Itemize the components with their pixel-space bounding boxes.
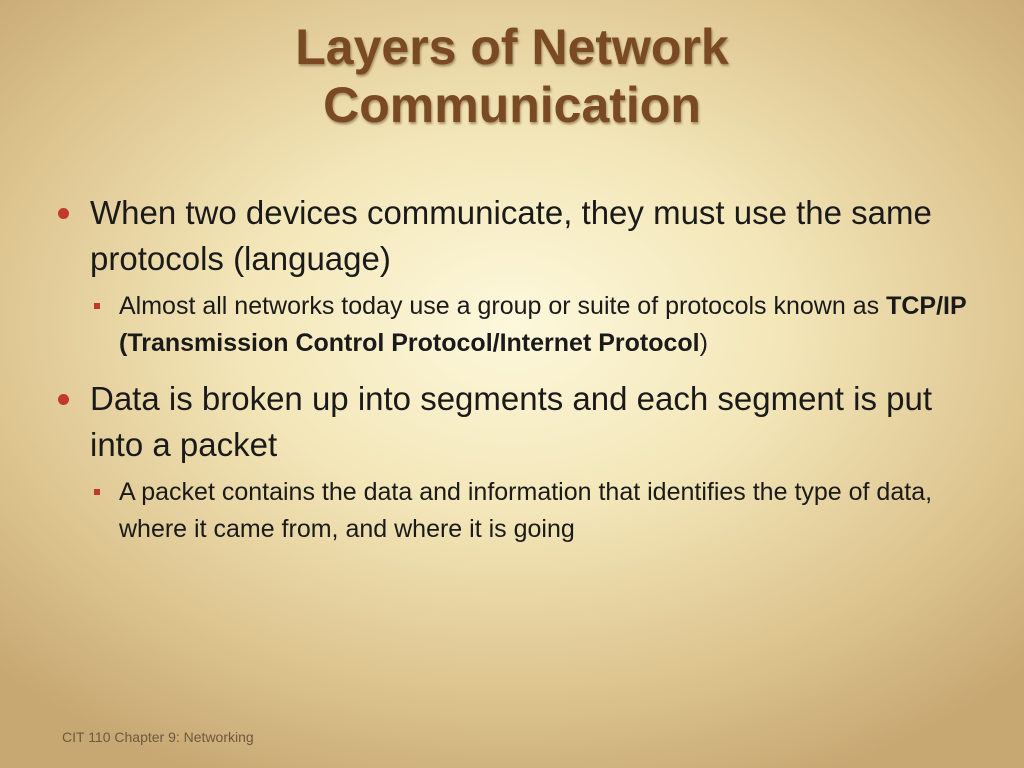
round-bullet-icon [58, 208, 69, 219]
slide-title-line-2: Communication [323, 77, 701, 133]
sub-bullet-text-2: A packet contains the data and informati… [119, 478, 933, 543]
slide-title: Layers of Network Communication [0, 18, 1024, 134]
slide-footer: CIT 110 Chapter 9: Networking [62, 729, 254, 745]
round-bullet-icon [58, 394, 69, 405]
bullet-text-1: When two devices communicate, they must … [90, 194, 932, 277]
bullet-item-2: Data is broken up into segments and each… [58, 376, 968, 468]
square-bullet-icon [94, 489, 100, 495]
sub-bullet-text-1b: ) [699, 329, 708, 357]
square-bullet-icon [94, 303, 100, 309]
bullet-item-1: When two devices communicate, they must … [58, 190, 968, 282]
sub-bullet-bold-term: TCP/IP (Transmission Control Protocol/In… [119, 292, 967, 357]
bullet-text-2: Data is broken up into segments and each… [90, 380, 932, 463]
sub-bullet-item-1: Almost all networks today use a group or… [90, 288, 968, 362]
sub-bullet-item-2: A packet contains the data and informati… [90, 474, 968, 548]
slide-title-line-1: Layers of Network [295, 19, 729, 75]
slide-body: When two devices communicate, they must … [58, 190, 968, 562]
sub-bullet-text-1a: Almost all networks today use a group or… [119, 292, 887, 320]
